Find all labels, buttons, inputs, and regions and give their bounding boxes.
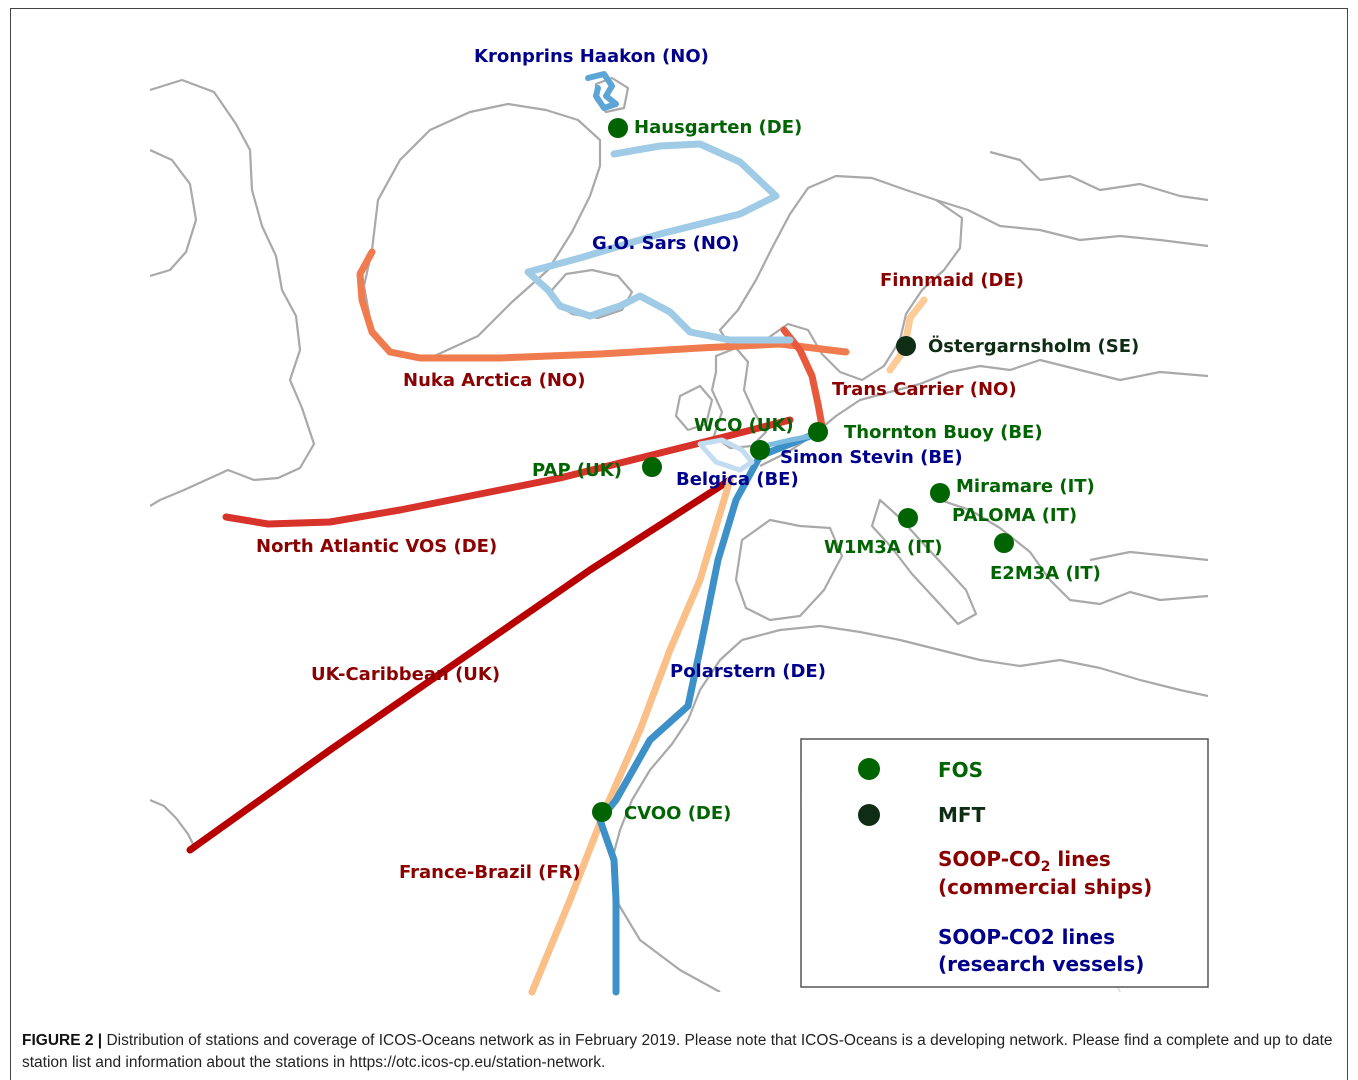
canada-coast (150, 78, 316, 507)
marker-hausgarten (608, 118, 628, 138)
label-polarstern: Polarstern (DE) (670, 661, 826, 682)
marker-e2m3a (994, 533, 1014, 553)
baffin-coast (150, 148, 198, 278)
label-kronprins-haakon: Kronprins Haakon (NO) (474, 46, 709, 67)
legend-commercial-title: SOOP-CO2 lines (938, 847, 1111, 875)
label-uk-caribbean: UK-Caribbean (UK) (311, 664, 500, 685)
marker-w1m3a (898, 508, 918, 528)
legend-research-desc: (research vessels) (938, 952, 1144, 976)
line-nuka-arctica (356, 248, 850, 362)
greenland-coast (362, 102, 602, 360)
iberia-coast (734, 518, 844, 622)
figure-number: FIGURE 2 | (22, 1032, 103, 1049)
legend-box (800, 738, 1209, 988)
station-markers (592, 118, 1014, 822)
marker-miramare (930, 483, 950, 503)
labels: Kronprins Haakon (NO) Hausgarten (DE) G.… (256, 46, 1139, 883)
label-miramare: Miramare (IT) (956, 476, 1095, 497)
label-wco: WCO (UK) (694, 415, 794, 436)
marker-cvoo (592, 802, 612, 822)
line-finnmaid (886, 296, 928, 374)
label-trans-carrier: Trans Carrier (NO) (832, 379, 1017, 400)
line-simon-stevin (761, 433, 815, 449)
marker-thornton (808, 422, 828, 442)
figure-caption: FIGURE 2 | Distribution of stations and … (22, 1030, 1338, 1074)
label-belgica: Belgica (BE) (676, 469, 799, 490)
marker-ostergarnsholm (896, 336, 916, 356)
africa-north-coast (741, 624, 1208, 698)
line-kronprins-haakon (585, 71, 619, 111)
caption-text: Distribution of stations and coverage of… (22, 1032, 1333, 1071)
caribbean-coast (150, 798, 197, 851)
legend-fos-label: FOS (938, 758, 983, 782)
research-lines (524, 71, 824, 996)
label-pap: PAP (UK) (532, 460, 622, 481)
line-belgica (697, 437, 755, 473)
ireland-coast (674, 384, 714, 432)
legend-commercial-desc: (commercial ships) (938, 875, 1152, 899)
scandinavia-coast (718, 174, 964, 382)
label-thornton-buoy: Thornton Buoy (BE) (844, 422, 1043, 443)
legend-fos-marker (858, 758, 880, 780)
legend-mft-label: MFT (938, 803, 986, 827)
label-north-atlantic-vos: North Atlantic VOS (DE) (256, 536, 497, 557)
legend-mft-marker (858, 804, 880, 826)
finland-coast (935, 198, 1208, 248)
label-paloma: PALOMA (IT) (952, 505, 1077, 526)
label-ostergarnsholm: Östergarnsholm (SE) (928, 335, 1139, 357)
label-nuka-arctica: Nuka Arctica (NO) (403, 370, 585, 391)
line-uk-caribbean (186, 476, 734, 854)
legend-research-title: SOOP-CO2 lines (938, 925, 1115, 949)
russia-coast (989, 150, 1208, 202)
line-trans-carrier (780, 326, 826, 430)
line-go-sars (524, 140, 794, 344)
label-cvoo: CVOO (DE) (624, 803, 731, 824)
line-north-atlantic-vos (222, 416, 794, 528)
balkans-coast (939, 498, 1208, 606)
africa-coast (610, 639, 743, 992)
line-polarstern (596, 428, 824, 996)
label-e2m3a: E2M3A (IT) (990, 563, 1101, 584)
label-finnmaid: Finnmaid (DE) (880, 270, 1024, 291)
label-go-sars: G.O. Sars (NO) (592, 233, 739, 254)
marker-wco (750, 440, 770, 460)
turkey-coast (1089, 550, 1208, 562)
commercial-lines (186, 248, 928, 996)
label-simon-stevin: Simon Stevin (BE) (780, 447, 963, 468)
label-w1m3a: W1M3A (IT) (824, 537, 942, 558)
marker-pap (642, 457, 662, 477)
italy-coast (870, 498, 978, 626)
legend: FOS MFT SOOP-CO2 lines (commercial ships… (800, 738, 1209, 988)
label-hausgarten: Hausgarten (DE) (634, 117, 802, 138)
label-france-brazil: France-Brazil (FR) (399, 862, 581, 883)
figure-frame (10, 8, 1348, 1080)
line-france-brazil (528, 476, 734, 996)
